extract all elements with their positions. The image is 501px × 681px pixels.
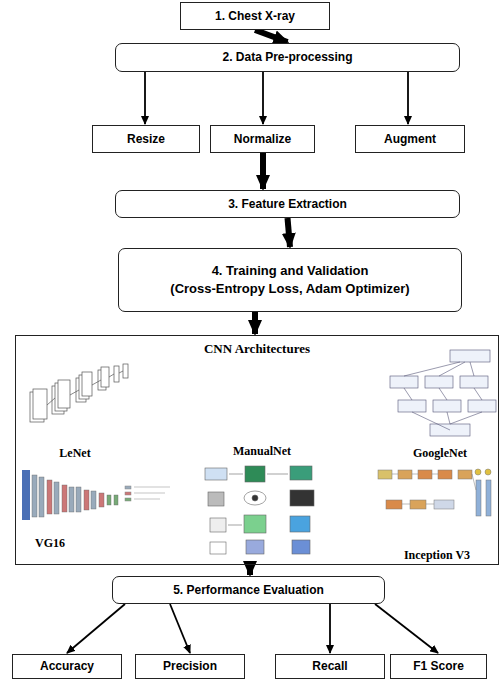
metric-box: Precision xyxy=(135,654,245,679)
manualnet-figure xyxy=(205,466,314,554)
metric-box: Recall xyxy=(275,654,385,679)
flow-arrow xyxy=(260,153,266,189)
branch-arrow xyxy=(375,604,438,653)
flow-arrow xyxy=(288,218,291,247)
flow-arrow xyxy=(247,565,253,575)
input-box: 1. Chest X-ray xyxy=(180,2,330,30)
flow-arrow xyxy=(252,312,258,334)
branch-arrow xyxy=(262,72,264,124)
branch-arrow xyxy=(329,604,331,653)
process-box: 2. Data Pre-processing xyxy=(115,43,460,72)
metric-box: Accuracy xyxy=(12,654,122,679)
architecture-name: VG16 xyxy=(35,536,65,551)
step-box: Normalize xyxy=(210,125,315,153)
box-label: Precision xyxy=(163,658,217,674)
box-label: 4. Training and Validation xyxy=(212,262,369,280)
box-label: Augment xyxy=(384,131,436,147)
architecture-name: GoogleNet xyxy=(413,446,467,461)
vgg16-figure xyxy=(22,470,170,520)
step-box: Resize xyxy=(92,125,200,153)
branch-arrow xyxy=(170,604,190,653)
box-label: F1 Score xyxy=(413,658,464,674)
branch-arrow xyxy=(144,72,146,124)
process-box: 4. Training and Validation(Cross-Entropy… xyxy=(118,248,462,312)
googlenet-figure xyxy=(390,350,496,436)
branch-arrow xyxy=(407,72,409,124)
metric-box: F1 Score xyxy=(390,654,487,679)
process-box: 5. Performance Evaluation xyxy=(112,576,385,604)
process-box: 3. Feature Extraction xyxy=(115,190,460,218)
architecture-name: LeNet xyxy=(59,446,90,461)
panel-heading: CNN Architectures xyxy=(204,340,310,358)
inceptionv3-figure xyxy=(378,469,491,516)
box-label: Normalize xyxy=(234,131,291,147)
box-label: 3. Feature Extraction xyxy=(228,196,347,212)
box-subtitle: (Cross-Entropy Loss, Adam Optimizer) xyxy=(170,280,409,298)
box-label: 1. Chest X-ray xyxy=(215,8,295,24)
box-label: 5. Performance Evaluation xyxy=(173,582,324,598)
branch-arrow xyxy=(67,604,125,653)
box-label: Accuracy xyxy=(40,658,94,674)
lenet-figure xyxy=(30,364,128,422)
box-label: Resize xyxy=(127,131,165,147)
box-label: Recall xyxy=(312,658,347,674)
architecture-name: Inception V3 xyxy=(404,548,470,563)
box-label: 2. Data Pre-processing xyxy=(222,49,352,65)
step-box: Augment xyxy=(355,125,465,153)
flow-arrow xyxy=(255,30,288,42)
architecture-name: ManualNet xyxy=(233,444,291,459)
